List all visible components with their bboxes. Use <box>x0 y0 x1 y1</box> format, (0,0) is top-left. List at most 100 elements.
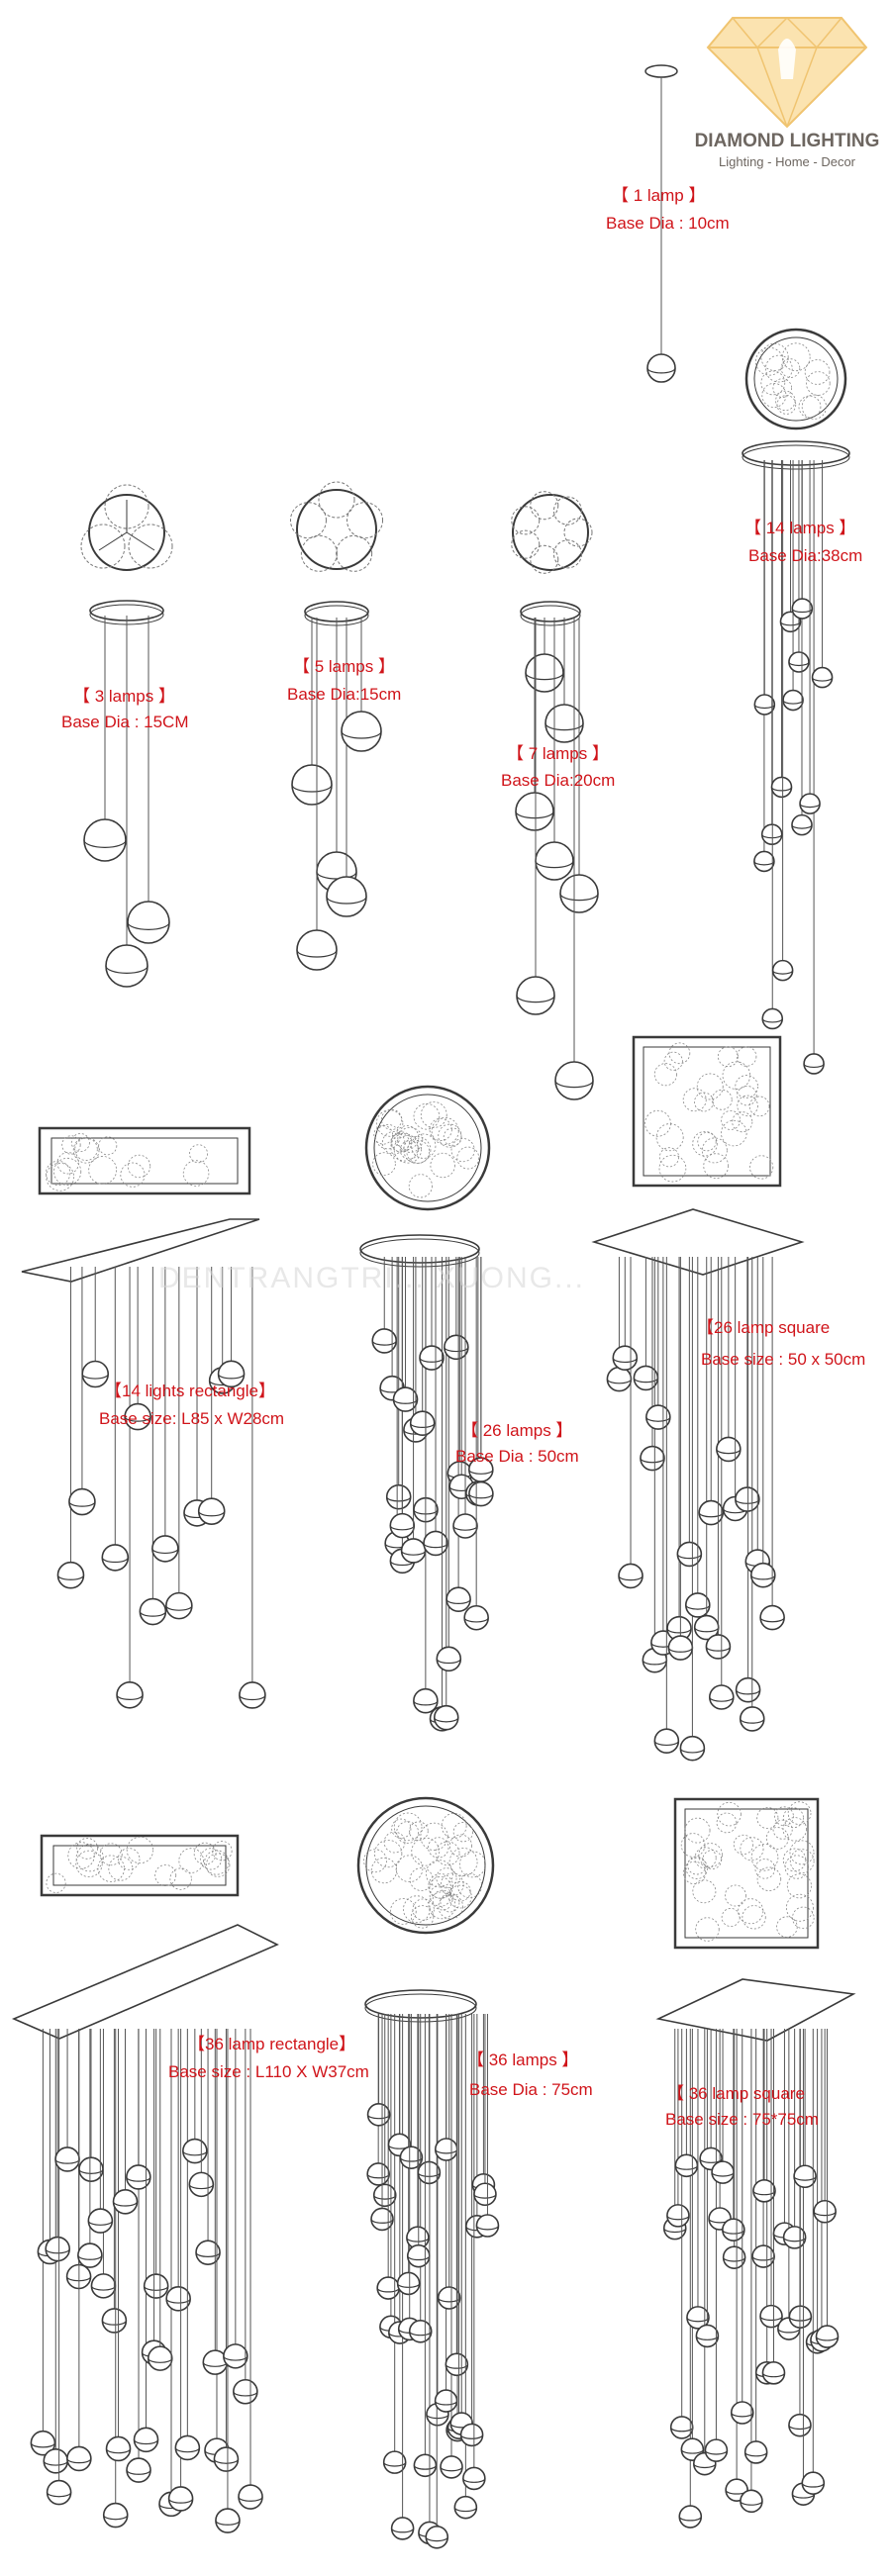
pendant-14-lamps-lamp <box>803 1053 825 1075</box>
label-base-36-lamps: Base Dia : 75cm <box>469 2080 593 2099</box>
label-title-26-lamps: 【 26 lamps 】 <box>461 1421 573 1440</box>
topview-14-rect-inner <box>50 1137 239 1185</box>
topview-bubble <box>120 1162 146 1188</box>
topview-bubble <box>754 346 784 376</box>
pendant-14-lamps-lamp-band <box>772 970 794 975</box>
pendant-36-rect-lamp-band <box>43 2460 68 2466</box>
pendant-36-lamps-lamp-band <box>366 2114 391 2120</box>
pendant-36-lamps-lamp-band <box>399 2156 424 2162</box>
pendant-36-rect-lamp-band <box>77 2254 103 2260</box>
topview-bubble <box>765 1827 789 1850</box>
label-base-14-rect: Base size: L85 x W28cm <box>99 1409 285 1428</box>
pendant-14-lamps-lamp-band <box>788 661 810 667</box>
pendant-36-rect-lamp-band <box>126 2469 151 2475</box>
pendant-14-lamps-lamp-band <box>811 677 834 682</box>
pendant-26-lamps-lamp-band <box>446 1598 471 1604</box>
canopy-7-lamps-rim <box>520 605 581 626</box>
pendant-36-rect-lamp-band <box>133 2439 159 2445</box>
pendant-36-square-lamp-band <box>791 2494 816 2499</box>
pendant-36-lamps-lamp <box>453 2495 478 2520</box>
pendant-36-square-lamp <box>695 2324 720 2348</box>
label-base-26-square: Base size : 50 x 50cm <box>701 1350 866 1369</box>
topview-7-lamps-lobe <box>563 518 593 547</box>
pendant-36-rect-lamp-band <box>165 2298 191 2304</box>
topview-bubble <box>721 1109 742 1130</box>
topview-bubble <box>395 1855 424 1882</box>
pendant-14-lamps-lamp <box>791 598 814 620</box>
topview-bubble <box>776 395 797 415</box>
topview-bubble <box>781 342 811 372</box>
topview-bubble <box>46 1162 75 1192</box>
topview-bubble <box>756 1806 779 1830</box>
pendant-36-rect-lamp <box>147 2345 173 2371</box>
pendant-14-rect-lamp-band <box>124 1416 151 1422</box>
pendant-26-lamps-lamp-band <box>436 1659 461 1665</box>
pendant-36-rect-lamp <box>195 2240 221 2265</box>
topview-bubble <box>391 1818 412 1839</box>
pendant-14-lamps-lamp-band <box>753 704 775 710</box>
pendant-26-square-lamp-band <box>694 1627 720 1633</box>
pendant-26-lamps-lamp <box>423 1530 448 1557</box>
pendant-36-rect-lamp <box>133 2427 159 2453</box>
pendant-36-square-lamp-band <box>788 2425 812 2431</box>
topview-bubble <box>736 1046 757 1067</box>
topview-bubble <box>206 1853 231 1877</box>
pendant-36-rect-lamp <box>78 2156 104 2182</box>
canopy-7-lamps <box>520 601 581 622</box>
topview-bubble <box>737 1095 758 1117</box>
pendant-26-lamps-lamp-band <box>413 1700 439 1706</box>
pendant-14-lamps-lamp <box>761 1007 784 1030</box>
pendant-36-rect-lamp-band <box>103 2515 129 2521</box>
topview-bubble <box>783 1807 804 1829</box>
pendant-36-rect-lamp <box>90 2273 117 2299</box>
topview-bubble <box>801 394 827 420</box>
topview-bubble <box>383 1831 406 1854</box>
topview-bubble <box>644 1109 671 1137</box>
topview-bubble <box>450 1138 475 1163</box>
pendant-14-rect-lamp-band <box>198 1511 226 1517</box>
pendant-26-lamps-lamp <box>452 1513 478 1539</box>
topview-bubble <box>441 1812 467 1839</box>
pendant-26-square-lamp-band <box>676 1554 702 1560</box>
pendant-36-square-lamp <box>815 2325 840 2348</box>
pendant-36-lamps-lamp <box>440 2455 463 2479</box>
pendant-14-lamps-lamp-band <box>803 1063 825 1069</box>
pendant-7-lamps-band <box>535 860 574 869</box>
topview-bubble <box>737 1085 757 1106</box>
topview-bubble <box>458 1851 486 1878</box>
pendant-36-square-lamp-band <box>704 2449 729 2455</box>
pendant-7-lamps-band <box>525 672 564 681</box>
topview-bubble <box>786 1873 812 1899</box>
topview-bubble <box>685 1857 708 1879</box>
pendant-36-lamps-lamp-band <box>383 2461 407 2467</box>
label-base-14-lamps: Base Dia:38cm <box>748 546 863 565</box>
pendant-36-square-lamp-band <box>663 2228 687 2234</box>
canopy-14-lamps-rim <box>742 444 850 470</box>
topview-5-lamps <box>296 489 377 570</box>
pendant-14-lamps-lamp <box>782 689 804 712</box>
pendant-5-lamps-band <box>296 949 338 958</box>
topview-bubble <box>88 1156 118 1185</box>
topview-7-lamps-lobe <box>511 529 541 559</box>
pendant-36-lamps-lamp-band <box>453 2507 477 2513</box>
pendant-14-rect-lamp <box>101 1544 130 1572</box>
pendant-7-lamps-band <box>559 893 599 902</box>
pendant-36-square-lamp <box>761 2361 786 2385</box>
topview-bubble <box>668 1042 691 1065</box>
pendant-14-rect-lamp-band <box>101 1557 129 1564</box>
pendant-14-lamps-lamp-band <box>770 787 793 792</box>
pendant-26-square-lamp <box>618 1563 644 1589</box>
pendant-26-lamps-lamp-band <box>468 1469 494 1475</box>
brand-name: DIAMOND LIGHTING <box>694 131 880 151</box>
canopy-26-lamps <box>359 1234 480 1264</box>
pendant-36-lamps-lamp-band <box>413 2465 437 2470</box>
topview-bubble <box>684 1817 711 1844</box>
pendant-26-square-lamp <box>735 1676 761 1703</box>
pendant-36-lamps-lamp-band <box>409 2331 433 2337</box>
topview-bubble <box>748 1096 770 1117</box>
pendant-26-square-lamp-band <box>698 1512 724 1518</box>
pendant-36-square-lamp-band <box>761 2372 786 2378</box>
topview-bubble <box>754 1859 776 1879</box>
topview-bubble <box>711 1089 733 1110</box>
topview-bubble <box>457 1872 483 1898</box>
